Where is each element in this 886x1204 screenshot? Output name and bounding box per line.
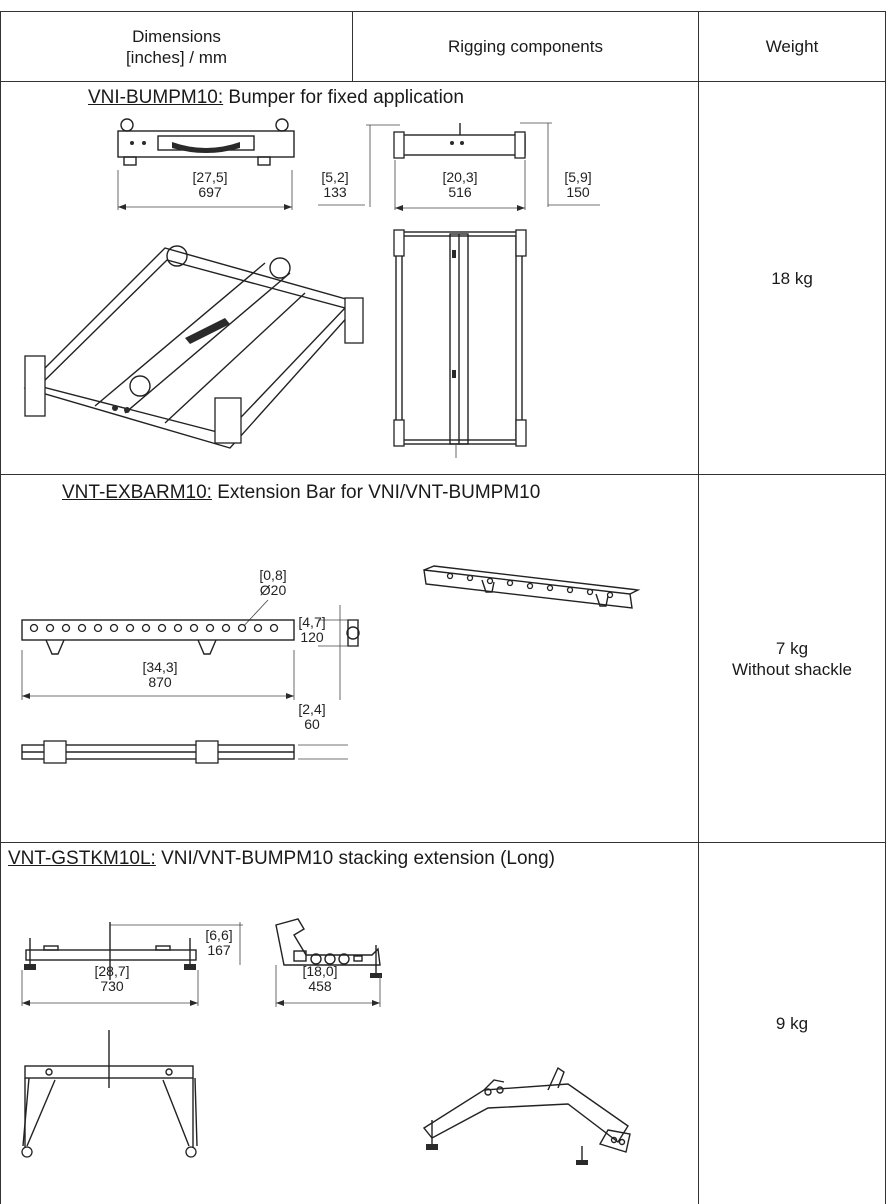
dim-bumper-side-height-inches: [5,9] — [564, 169, 592, 185]
dim-extension-bar-depth-mm: 60 — [304, 716, 320, 732]
dim-bumper-height-mm: 133 — [323, 184, 347, 200]
bumper-front-view-drawing — [117, 118, 295, 210]
dim-stacking-length: [28,7] 730 — [82, 964, 142, 994]
header-divider — [0, 81, 886, 82]
extension-bar-front-view-drawing — [21, 599, 360, 700]
bumper-isometric-drawing — [23, 245, 364, 449]
column-divider-dimensions — [352, 11, 353, 81]
dim-stacking-side-length-mm: 458 — [308, 978, 332, 994]
header-dimensions: Dimensions [inches] / mm — [1, 12, 352, 81]
weight-extension-bar-value: 7 kg — [775, 638, 809, 658]
dim-bumper-height-inches: [5,2] — [321, 169, 349, 185]
dim-extension-bar-length-mm: 870 — [148, 674, 172, 690]
weight-bumper: 18 kg — [771, 268, 813, 288]
table-border-top — [0, 11, 886, 12]
header-dimensions-line1: Dimensions — [132, 26, 221, 46]
dim-bumper-length-inches: [27,5] — [192, 169, 228, 185]
row-divider-1 — [0, 474, 886, 475]
dim-bumper-side-height-mm: 150 — [566, 184, 590, 200]
product-description-bumper: Bumper for fixed application — [223, 87, 464, 108]
header-weight: Weight — [765, 37, 819, 56]
dim-bumper-length: [27,5] 697 — [170, 170, 250, 200]
dim-stacking-length-mm: 730 — [100, 978, 124, 994]
dim-bumper-width-inches: [20,3] — [442, 169, 478, 185]
dim-extension-bar-height-inches: [4,7] — [298, 614, 326, 630]
dim-extension-bar-depth: [2,4] 60 — [296, 702, 328, 732]
table-border-left — [0, 11, 1, 1204]
extension-bar-top-view-drawing — [21, 740, 348, 764]
dim-extension-bar-depth-inches: [2,4] — [298, 701, 326, 717]
header-dimensions-line2: [inches] / mm — [125, 47, 228, 67]
product-code-extension-bar: VNT-EXBARM10: — [62, 482, 212, 503]
product-description-extension-bar: Extension Bar for VNI/VNT-BUMPM10 — [211, 482, 541, 503]
dim-extension-bar-height-mm: 120 — [300, 629, 324, 645]
dim-extension-bar-length: [34,3] 870 — [130, 660, 190, 690]
dim-extension-bar-height: [4,7] 120 — [296, 615, 328, 645]
bumper-top-view-drawing — [393, 229, 527, 458]
dim-stacking-side-length: [18,0] 458 — [290, 964, 350, 994]
extension-bar-isometric-drawing — [423, 565, 641, 609]
dim-stacking-height-inches: [6,6] — [205, 927, 233, 943]
weight-stacking-extension: 9 kg — [775, 1014, 809, 1033]
weight-extension-bar: 7 kg Without shackle — [699, 475, 885, 842]
stacking-extension-frame-drawing — [21, 1030, 198, 1158]
dim-hole-diameter: [0,8] Ø20 — [248, 568, 298, 598]
dim-bumper-side-height: [5,9] 150 — [553, 170, 603, 200]
dim-stacking-height: [6,6] 167 — [205, 928, 233, 958]
row-title-stacking-extension: VNT-GSTKM10L: VNI/VNT-BUMPM10 stacking e… — [8, 848, 555, 870]
dim-hole-diameter-mm: Ø20 — [259, 582, 287, 598]
dim-bumper-height: [5,2] 133 — [310, 170, 360, 200]
bumper-side-view-drawing — [318, 122, 600, 211]
dim-stacking-side-length-inches: [18,0] — [302, 963, 338, 979]
product-code-stacking-extension: VNT-GSTKM10L: — [8, 848, 156, 869]
dim-bumper-width: [20,3] 516 — [430, 170, 490, 200]
weight-extension-bar-note: Without shackle — [732, 659, 852, 679]
stacking-extension-front-view-drawing — [21, 922, 243, 1006]
dim-stacking-height-mm: 167 — [207, 942, 231, 958]
dim-bumper-length-mm: 697 — [198, 184, 222, 200]
header-rigging-components: Rigging components — [448, 37, 603, 56]
dim-hole-diameter-inches: [0,8] — [259, 567, 287, 583]
row-title-bumper: VNI-BUMPM10: Bumper for fixed applicatio… — [88, 87, 464, 109]
dim-stacking-length-inches: [28,7] — [94, 963, 130, 979]
stacking-extension-isometric-drawing — [422, 1066, 631, 1165]
row-divider-2 — [0, 842, 886, 843]
dim-bumper-width-mm: 516 — [448, 184, 472, 200]
stacking-extension-side-view-drawing — [275, 918, 382, 1007]
product-description-stacking-extension: VNI/VNT-BUMPM10 stacking extension (Long… — [155, 848, 555, 869]
product-code-bumper: VNI-BUMPM10: — [88, 87, 224, 108]
column-divider-weight — [698, 11, 699, 1204]
row-title-extension-bar: VNT-EXBARM10: Extension Bar for VNI/VNT-… — [62, 482, 540, 504]
dim-extension-bar-length-inches: [34,3] — [142, 659, 178, 675]
